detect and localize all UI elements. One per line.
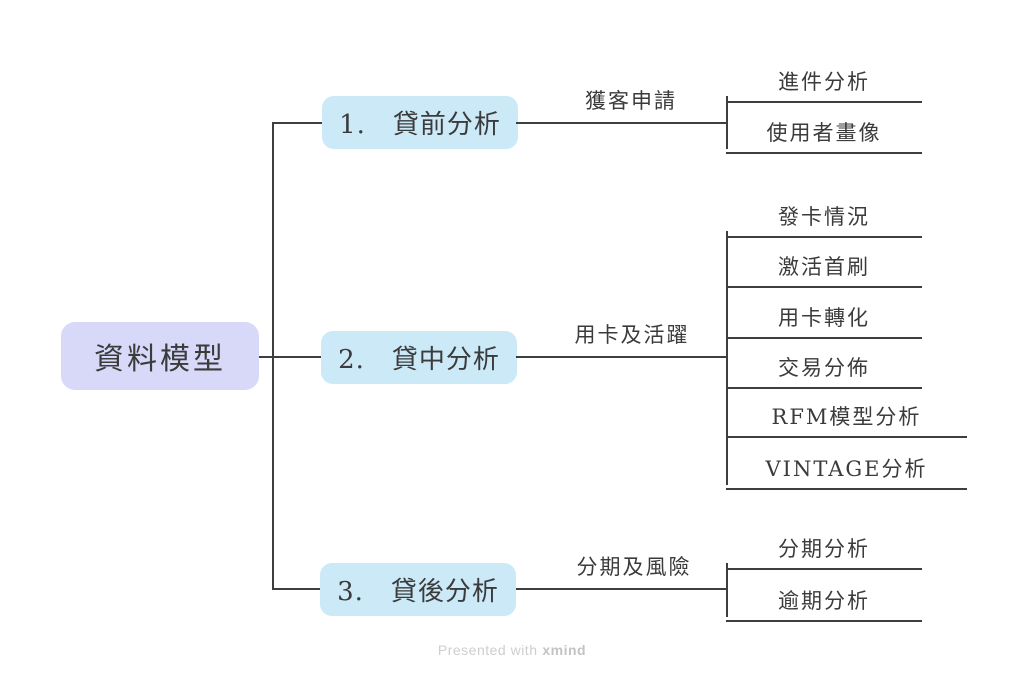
subtopic-installment-analysis[interactable]: 分期分析: [726, 523, 922, 570]
branch3-edge-label: 分期及風險: [576, 555, 692, 579]
connector-branch2-children: [516, 356, 728, 358]
subtopic-vintage-analysis[interactable]: VINTAGE分析: [726, 443, 967, 490]
branch-topic-pre-loan[interactable]: 1. 貸前分析: [322, 96, 518, 149]
connector-branch2-children-vertical: [726, 231, 728, 485]
subtopic-user-profile[interactable]: 使用者畫像: [726, 107, 922, 154]
subtopic-rfm-model-analysis[interactable]: RFM模型分析: [726, 391, 967, 438]
connector-branch3-children: [516, 588, 728, 590]
branch2-edge-label: 用卡及活躍: [574, 323, 690, 347]
connector-branch3-children-vertical: [726, 563, 728, 617]
subtopic-card-usage-conversion[interactable]: 用卡轉化: [726, 292, 922, 339]
branch-topic-mid-loan[interactable]: 2. 貸中分析: [321, 331, 517, 384]
footer-prefix: Presented with: [437, 642, 538, 658]
root-topic[interactable]: 資料模型: [61, 322, 259, 390]
subtopic-transaction-distribution[interactable]: 交易分佈: [726, 342, 922, 389]
subtopic-overdue-analysis[interactable]: 逾期分析: [726, 575, 922, 622]
subtopic-intake-analysis[interactable]: 進件分析: [726, 56, 922, 103]
connector-branch1-children: [516, 122, 728, 124]
connector-trunk-branch1: [272, 122, 322, 124]
connector-trunk-branch3: [272, 588, 322, 590]
xmind-brand-link[interactable]: xmind: [542, 642, 587, 658]
connector-branch1-children-vertical: [726, 96, 728, 149]
subtopic-activation-first-swipe[interactable]: 激活首刷: [726, 241, 922, 288]
subtopic-card-issuance[interactable]: 發卡情況: [726, 191, 922, 238]
branch-topic-post-loan[interactable]: 3. 貸後分析: [320, 563, 516, 616]
branch1-edge-label: 獲客申請: [585, 89, 677, 113]
connector-trunk-vertical: [272, 122, 274, 590]
connector-root-trunk: [259, 356, 323, 358]
